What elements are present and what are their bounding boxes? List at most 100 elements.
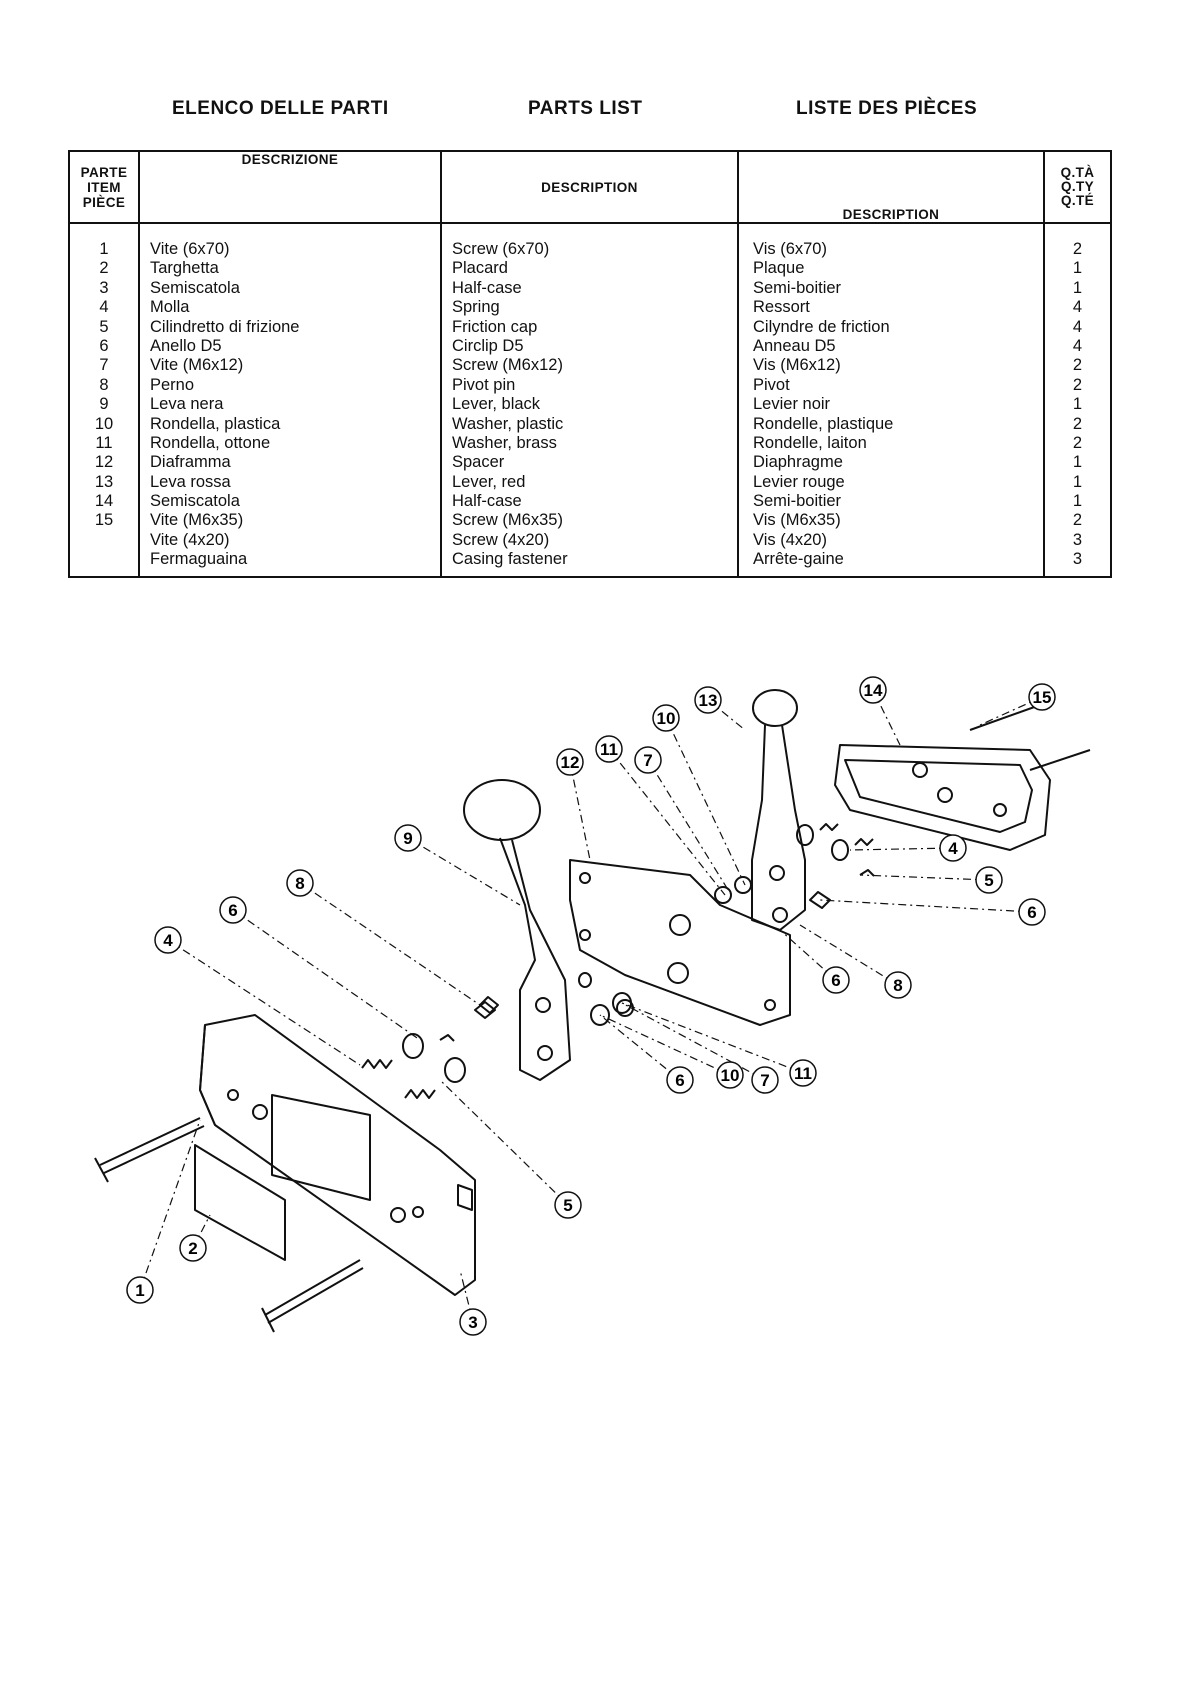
table-cell-fr: Vis (6x70) <box>753 240 827 258</box>
table-cell-en: Spacer <box>452 453 505 472</box>
leader-line <box>599 1014 681 1081</box>
table-cell-en: Pivot pin <box>452 375 516 394</box>
table-cell-item: 5 <box>99 317 109 336</box>
callout-label: 7 <box>643 751 652 770</box>
table-cell-item: 13 <box>94 472 114 491</box>
table-cell-item: 10 <box>94 414 114 433</box>
table-cell-it: Fermaguaina <box>150 550 248 569</box>
callout-3: 3 <box>459 1308 487 1336</box>
table-cell-qty: 2 <box>1072 433 1083 452</box>
leader-line <box>849 847 954 851</box>
callout-label: 4 <box>948 839 958 858</box>
leader-line <box>439 1079 569 1206</box>
header-french: DESCRIPTION <box>737 151 1045 224</box>
callout-label: 4 <box>163 931 173 950</box>
table-cell-item: 12 <box>94 453 114 472</box>
callout-circle <box>859 676 887 704</box>
table-cell-item: 8 <box>99 375 109 394</box>
table-cell-item: 6 <box>99 336 109 355</box>
table-cell-en: Lever, red <box>452 472 526 491</box>
callout-label: 15 <box>1033 688 1052 707</box>
table-cell-it: Perno <box>150 375 195 394</box>
leader-line <box>608 748 726 896</box>
callout-circle <box>666 1066 694 1094</box>
callout-circle <box>694 686 722 714</box>
table-cell-fr: Levier rouge <box>753 472 845 491</box>
callout-label: 3 <box>468 1313 477 1332</box>
callout-circle <box>822 966 850 994</box>
table-cell-it: Molla <box>150 298 190 317</box>
table-cell-en: Screw (6x70) <box>452 240 550 258</box>
callout-label: 9 <box>403 829 412 848</box>
callout-label: 5 <box>984 871 993 890</box>
header-item-it: PARTE <box>80 164 128 180</box>
callout-5: 5 <box>554 1191 582 1219</box>
callout-circle <box>939 834 967 862</box>
table-cell-item: 1 <box>99 240 109 258</box>
callout-1: 1 <box>126 1276 154 1304</box>
callout-label: 6 <box>1027 903 1036 922</box>
table-cell-fr: Plaque <box>753 259 805 278</box>
table-cell-it: Diaframma <box>150 453 231 472</box>
heading-italian: ELENCO DELLE PARTI <box>172 98 389 119</box>
callout-7: 7 <box>751 1066 779 1094</box>
placard <box>194 1144 286 1261</box>
table-cell-en: Screw (M6x12) <box>452 356 563 375</box>
callout-11: 11 <box>595 735 623 763</box>
table-cell-en: Lever, black <box>452 395 541 414</box>
table-cell-fr: Rondelle, plastique <box>753 414 894 433</box>
header-qty-it: Q.TÀ <box>1060 165 1095 180</box>
table-cell-en: Half-case <box>452 492 522 511</box>
table-cell-fr: Semi-boitier <box>753 492 842 511</box>
table-cell-fr: Pivot <box>753 375 790 394</box>
table-cell-fr: Anneau D5 <box>753 336 836 355</box>
callout-circle <box>286 869 314 897</box>
black-lever <box>463 779 571 1081</box>
callout-15: 15 <box>1028 683 1056 711</box>
callout-circle <box>459 1308 487 1336</box>
table-cell-fr: Cilyndre de friction <box>753 317 890 336</box>
leader-line <box>665 717 746 886</box>
leader-line <box>599 1014 731 1076</box>
table-cell-en: Screw (M6x35) <box>452 511 563 530</box>
callout-label: 14 <box>864 681 883 700</box>
table-cell-en: Friction cap <box>452 317 538 336</box>
table-cell-en: Screw (4x20) <box>452 530 550 549</box>
callout-label: 1 <box>135 1281 144 1300</box>
table-cell-fr: Ressort <box>753 298 810 317</box>
callout-circle <box>1018 898 1046 926</box>
table-cell-qty: 2 <box>1072 414 1083 433</box>
callout-label: 8 <box>295 874 304 893</box>
red-lever <box>714 689 806 931</box>
leader-line <box>819 899 1033 913</box>
parts-table: PARTE ITEM PIÈCE DESCRIZIONE DESCRIPTION… <box>68 150 1112 578</box>
table-cell-fr: Levier noir <box>753 395 831 414</box>
callout-10: 10 <box>652 704 680 732</box>
table-cell-en: Placard <box>452 259 508 278</box>
callout-circle <box>1028 683 1056 711</box>
callout-circle <box>634 746 662 774</box>
callout-label: 5 <box>563 1196 572 1215</box>
table-cell-it: Vite (M6x12) <box>150 356 244 375</box>
callout-5: 5 <box>975 866 1003 894</box>
callout-circle <box>975 866 1003 894</box>
table-cell-qty: 3 <box>1072 550 1083 569</box>
table-cell-fr: Vis (4x20) <box>753 530 827 549</box>
callout-4: 4 <box>154 926 182 954</box>
leader-line <box>859 874 990 881</box>
callout-8: 8 <box>286 869 314 897</box>
callout-circle <box>789 1059 817 1087</box>
callout-label: 11 <box>794 1064 812 1083</box>
leader-line <box>407 837 521 906</box>
table-cell-item: 3 <box>99 278 109 297</box>
table-cell-fr: Diaphragme <box>753 453 843 472</box>
leader-line <box>979 696 1043 726</box>
table-cell-it: Vite (4x20) <box>150 530 230 549</box>
table-cell-qty: 1 <box>1072 395 1083 414</box>
table-cell-en: Casing fastener <box>452 550 568 569</box>
table-cell-fr: Vis (M6x12) <box>753 356 841 375</box>
table-cell-qty: 2 <box>1072 240 1083 258</box>
